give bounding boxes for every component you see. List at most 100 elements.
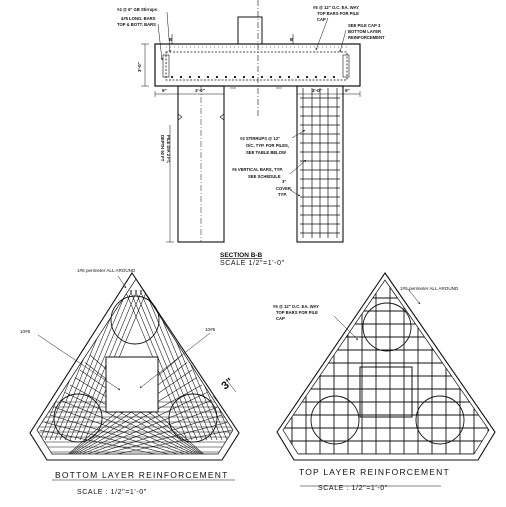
hatch-bar-a <box>79 369 225 454</box>
note-top-bars-2: TOP BARS FOR PILE <box>317 11 359 16</box>
note-cover-1: 3" <box>282 179 286 184</box>
note-see-pile-2: BOTTOM LAYER <box>348 29 381 34</box>
note-see-pile-3: REINFORCEMENT <box>348 35 385 40</box>
bottom-perimeter-note: 1#5 perimeter ALL AROUND <box>77 268 136 273</box>
right-pile <box>296 85 344 243</box>
rebar-dot <box>260 75 264 79</box>
hatch-bar-b <box>47 369 193 454</box>
dim-pile-1: PILE DIA 2 FT, <box>166 135 171 163</box>
note-vertical-1: #6 VERTICAL BARS, TYP. <box>232 167 283 172</box>
top-pile-top <box>362 302 412 352</box>
rebar-dot <box>251 75 255 79</box>
note-stirrups-3: SEE TABLE BELOW <box>246 150 286 155</box>
top-perimeter-note: 1#5 perimeter ALL AROUND <box>400 286 459 291</box>
note-see-pile-1: SEE PILE CAP 3 <box>348 23 381 28</box>
dim-right-a: 3'-0" <box>312 88 322 93</box>
rebar-dot <box>233 75 237 79</box>
note-cover-2: COVER, <box>276 186 292 191</box>
hatch-bar-d <box>144 289 208 441</box>
rebar-dot <box>170 75 174 79</box>
bottom-cover-dim: 3" <box>219 376 235 392</box>
hatch-bar-d <box>149 289 213 441</box>
rebar-dot <box>305 75 309 79</box>
column-stub <box>237 16 263 45</box>
rebar-dot <box>332 75 336 79</box>
hatch-bar-b <box>40 422 228 454</box>
rebar-dot <box>197 75 201 79</box>
top-note-2: TOP BARS FOR PILE <box>276 310 318 315</box>
right-pile-cage <box>300 88 340 238</box>
top-pile-left <box>310 395 360 445</box>
hatch-bar-d <box>154 289 218 441</box>
rebar-dot <box>287 75 291 79</box>
note-stirrups-top: #4 @ 6" GB Stirrups <box>117 7 158 12</box>
bottom-bar-left: 10#5 <box>20 329 31 334</box>
bottom-layer-plan <box>29 271 240 481</box>
hatch-bar-c <box>64 289 128 441</box>
section-b-b <box>141 0 361 243</box>
bottom-scale: SCALE : 1/2"=1'-0" <box>77 489 147 496</box>
dim-left-b: 3'-0" <box>195 88 205 93</box>
hatch-bar-b <box>46 377 198 454</box>
rebar-dot <box>296 75 300 79</box>
rebar-dot <box>206 75 210 79</box>
rebar-dot <box>323 75 327 79</box>
bottom-cap-outline <box>29 271 240 461</box>
note-stirrups-2: O/C, TYP. FOR PILES, <box>246 143 289 148</box>
rebar-dot <box>314 75 318 79</box>
hatch-bar-c <box>69 289 133 441</box>
top-note-3: CAP <box>276 316 285 321</box>
top-title: TOP LAYER REINFORCEMENT <box>299 467 450 477</box>
rebar-dot <box>278 75 282 79</box>
bottom-bar-right: 10#5 <box>205 327 216 332</box>
note-vertical-2: SEE SCHEDULE <box>248 174 281 179</box>
rebar-dot <box>269 75 273 79</box>
hatch-bar-b <box>41 414 223 454</box>
section-mark-a: B <box>169 37 172 42</box>
note-long-bars-2: TOP & BOTT. BARS <box>117 22 156 27</box>
section-title: SECTION B-B <box>220 252 263 259</box>
leaders <box>157 11 347 197</box>
rebar-dot <box>224 75 228 79</box>
hatch-bar-a <box>59 399 229 454</box>
bottom-pile-left <box>53 393 103 443</box>
top-note-1: #5 @ 12" O.C. EA. WAY <box>273 304 319 309</box>
dim-pile-2: DEPTH 50 FT <box>160 135 165 162</box>
hatch-bar-d <box>169 289 233 441</box>
top-cap-outline <box>276 272 496 461</box>
hatch-bar-a <box>64 392 228 454</box>
bottom-column <box>105 356 159 413</box>
hatch-bar-a <box>74 377 226 454</box>
bottom-pile-top <box>110 295 160 345</box>
top-annotations: 1#5 perimeter ALL AROUND #5 @ 12" O.C. E… <box>273 286 459 492</box>
top-layer-plan <box>276 272 496 487</box>
hatch-bar-a <box>49 414 231 454</box>
pile-cap <box>154 43 361 87</box>
rebar-dot <box>215 75 219 79</box>
hatch-bar-a <box>69 384 227 454</box>
bottom-pile-right <box>168 393 218 443</box>
hatch-bar-b <box>43 399 213 454</box>
note-top-bars-1: #5 @ 12" O.C. EA. WAY <box>313 5 359 10</box>
hatch-bar-b <box>44 392 208 454</box>
rebar-dot <box>242 75 246 79</box>
hatch-bar-a <box>44 422 232 454</box>
rebar-dot <box>188 75 192 79</box>
top-column <box>359 366 413 418</box>
dim-left-a: 9" <box>162 88 167 93</box>
hatch-bar-d <box>164 289 228 441</box>
note-stirrups-1: #4 STIRRUPS @ 12" <box>240 136 280 141</box>
note-long-bars: 4#5 LONG. BARS <box>121 16 156 21</box>
dim-depth: 3'-0" <box>137 62 142 72</box>
top-pile-right <box>415 395 465 445</box>
section-scale: SCALE 1/2"=1'-0" <box>220 260 285 267</box>
hatch-bar-b <box>39 429 233 454</box>
top-scale: SCALE : 1/2"=1'-0" <box>318 485 388 492</box>
top-grid-bars <box>283 280 489 454</box>
dimensions <box>141 43 361 243</box>
hatch-bar-d <box>129 289 193 441</box>
hatch-bar-d <box>139 289 203 441</box>
hatch-bar-b <box>45 384 203 454</box>
note-cover-3: TYP. <box>278 192 287 197</box>
